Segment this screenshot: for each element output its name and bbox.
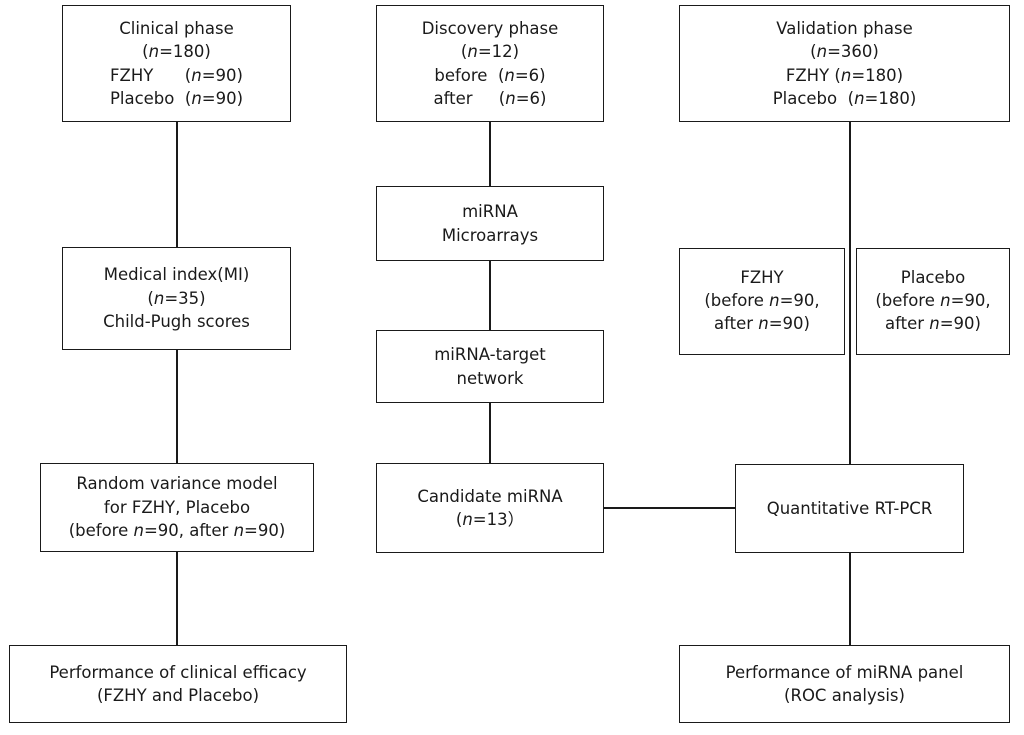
edge-discovery-to-microarrays: [489, 121, 491, 187]
node-random-variance-model[interactable]: Random variance model for FZHY, Placebo …: [40, 463, 314, 552]
discovery-phase-line-2: (n=12): [460, 42, 520, 62]
mirna-microarrays-line-1: miRNA: [462, 202, 518, 222]
edge-validation-to-rtpcr: [849, 121, 851, 465]
validation-placebo-line-3: after n=90): [884, 313, 981, 333]
validation-phase-line-2: (n=360): [810, 42, 879, 62]
quantitative-rt-pcr-line-1: Quantitative RT-PCR: [766, 498, 933, 518]
node-medical-index[interactable]: Medical index(MI) (n=35) Child-Pugh scor…: [62, 247, 291, 350]
edge-rtpcr-to-performance-mirna: [849, 552, 851, 646]
discovery-phase-line-3: before (n=6): [434, 65, 546, 85]
discovery-phase-line-1: Discovery phase: [421, 18, 559, 38]
candidate-mirna-line-1: Candidate miRNA: [417, 486, 563, 506]
edge-clinical-to-medical: [176, 121, 178, 248]
clinical-phase-line-3: FZHY (n=90): [110, 65, 243, 85]
validation-fzhy-line-3: after n=90): [713, 313, 810, 333]
edge-candidate-to-rtpcr: [603, 507, 736, 509]
clinical-phase-line-4: Placebo (n=90): [109, 88, 244, 108]
validation-placebo-line-2: (before n=90,: [875, 291, 991, 311]
edge-network-to-candidate: [489, 402, 491, 464]
node-performance-clinical-efficacy[interactable]: Performance of clinical efficacy (FZHY a…: [9, 645, 347, 723]
performance-mirna-panel-line-2: (ROC analysis): [784, 686, 905, 705]
node-validation-phase[interactable]: Validation phase (n=360) FZHY (n=180) Pl…: [679, 5, 1010, 122]
node-mirna-target-network[interactable]: miRNA-target network: [376, 330, 604, 403]
edge-microarrays-to-network: [489, 260, 491, 331]
node-quantitative-rt-pcr[interactable]: Quantitative RT-PCR: [735, 464, 964, 553]
node-discovery-phase[interactable]: Discovery phase (n=12) before (n=6) afte…: [376, 5, 604, 122]
mirna-target-network-line-2: network: [456, 368, 524, 388]
random-variance-line-2: for FZHY, Placebo: [103, 497, 251, 517]
performance-clinical-line-2: (FZHY and Placebo): [96, 686, 260, 705]
node-performance-mirna-panel[interactable]: Performance of miRNA panel (ROC analysis…: [679, 645, 1010, 723]
validation-phase-line-4: Placebo (n=180): [772, 88, 917, 108]
validation-fzhy-line-2: (before n=90,: [704, 291, 820, 311]
node-validation-placebo[interactable]: Placebo (before n=90, after n=90): [856, 248, 1010, 355]
random-variance-line-1: Random variance model: [76, 474, 278, 494]
validation-placebo-line-1: Placebo: [900, 268, 966, 288]
edge-medical-to-random-variance: [176, 349, 178, 464]
validation-phase-line-1: Validation phase: [776, 18, 913, 38]
validation-fzhy-line-1: FZHY: [740, 268, 784, 288]
clinical-phase-line-1: Clinical phase: [119, 18, 234, 38]
medical-index-line-2: (n=35): [147, 288, 206, 308]
clinical-phase-line-2: (n=180): [142, 42, 211, 62]
node-mirna-microarrays[interactable]: miRNA Microarrays: [376, 186, 604, 261]
candidate-mirna-line-2: (n=13）: [455, 510, 525, 529]
medical-index-line-3: Child-Pugh scores: [103, 312, 250, 332]
performance-mirna-panel-line-1: Performance of miRNA panel: [725, 662, 964, 682]
node-validation-fzhy[interactable]: FZHY (before n=90, after n=90): [679, 248, 845, 355]
mirna-microarrays-line-2: Microarrays: [441, 225, 539, 245]
node-candidate-mirna[interactable]: Candidate miRNA (n=13）: [376, 463, 604, 553]
node-clinical-phase[interactable]: Clinical phase (n=180) FZHY (n=90) Place…: [62, 5, 291, 122]
performance-clinical-line-1: Performance of clinical efficacy: [49, 662, 307, 682]
edge-random-variance-to-performance-clinical: [176, 551, 178, 646]
random-variance-line-3: (before n=90, after n=90): [68, 521, 286, 541]
validation-phase-line-3: FZHY (n=180): [785, 65, 904, 85]
discovery-phase-line-4: after (n=6): [433, 88, 547, 108]
mirna-target-network-line-1: miRNA-target: [434, 345, 546, 365]
medical-index-line-1: Medical index(MI): [103, 265, 250, 285]
